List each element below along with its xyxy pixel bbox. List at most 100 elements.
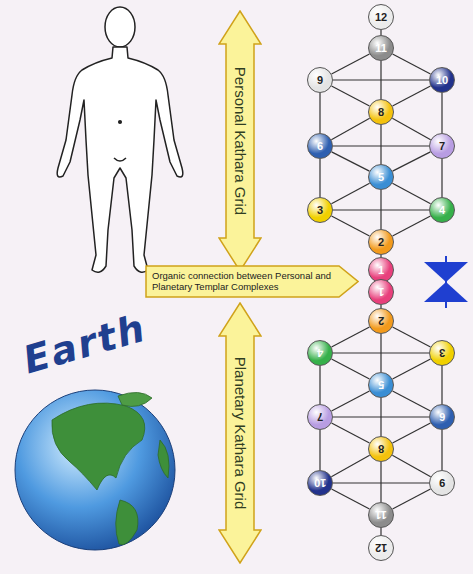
grid-sphere: 5 [368, 164, 394, 190]
grid-line [332, 489, 370, 509]
grid-line [332, 359, 370, 379]
sphere-number: 7 [317, 411, 323, 423]
sphere-number: 5 [378, 379, 384, 391]
grid-line [319, 430, 320, 470]
grid-line [319, 159, 320, 197]
grid-line [393, 489, 431, 509]
figure-body [57, 47, 183, 272]
arrow-outline [219, 11, 261, 271]
figure-head [105, 7, 135, 47]
grid-line [380, 334, 381, 372]
sphere-number: 11 [375, 509, 387, 521]
globe-title: Earth [18, 306, 151, 383]
grid-line [392, 455, 430, 476]
double-arrow-box: Personal Kathara Grid [218, 10, 262, 272]
continent [158, 440, 169, 478]
grid-sphere: 9 [307, 67, 333, 93]
grid-line [319, 93, 320, 133]
grid-line [393, 86, 431, 106]
grid-line [332, 423, 370, 443]
grid-line [331, 118, 369, 139]
grid-sphere: 2 [368, 308, 394, 334]
grid-sphere: 11 [368, 35, 394, 61]
grid-line [441, 159, 442, 197]
grid-line [332, 216, 370, 236]
sphere-number: 2 [378, 236, 384, 248]
grid-line [393, 359, 431, 379]
grid-sphere: 12 [368, 535, 394, 561]
double-arrow-box: Planetary Kathara Grid [218, 302, 262, 564]
grid-line [441, 430, 442, 470]
continent [52, 403, 145, 490]
grid-line [392, 183, 430, 204]
grid-sphere: 8 [368, 436, 394, 462]
grid-line [393, 152, 431, 171]
arrow-label: Planetary Kathara Grid [232, 357, 249, 510]
bowtie-symbol [424, 256, 468, 308]
sphere-number: 1 [378, 264, 384, 276]
sphere-number: 10 [314, 477, 326, 489]
grid-line [331, 183, 369, 204]
grid-line [332, 152, 370, 171]
sphere-number: 6 [439, 411, 445, 423]
sphere-number: 8 [378, 443, 384, 455]
grid-sphere: 4 [429, 197, 455, 223]
grid-sphere: 3 [429, 340, 455, 366]
sphere-number: 2 [378, 315, 384, 327]
earth-globe [15, 390, 175, 550]
sphere-number: 3 [439, 347, 445, 359]
grid-sphere: 4 [307, 340, 333, 366]
grid-line [332, 327, 370, 347]
grid-sphere: 11 [368, 502, 394, 528]
continent [118, 392, 152, 406]
grid-line [331, 455, 369, 476]
grid-sphere: 7 [307, 404, 333, 430]
sphere-number: 4 [439, 204, 445, 216]
grid-line [380, 61, 381, 99]
human-figure [57, 7, 183, 272]
sphere-number: 1 [378, 286, 384, 298]
grid-line [393, 327, 431, 347]
grid-sphere: 8 [368, 99, 394, 125]
sphere-number: 12 [375, 542, 387, 554]
grid-line [393, 423, 431, 443]
pointer-label: Organic connection between Personal and … [146, 266, 338, 297]
grid-sphere: 5 [368, 372, 394, 398]
grid-sphere: 1 [368, 279, 394, 305]
sphere-number: 10 [436, 74, 448, 86]
sphere-number: 5 [378, 171, 384, 183]
arrow-outline [219, 303, 261, 563]
sphere-number: 9 [439, 477, 445, 489]
symbol-triangle [424, 282, 468, 302]
grid-line [393, 54, 431, 74]
grid-line [393, 216, 431, 236]
grid-line [380, 190, 381, 229]
pointer-arrow-box: Organic connection between Personal and … [145, 265, 359, 298]
grid-sphere: 12 [368, 4, 394, 30]
sphere-number: 8 [378, 106, 384, 118]
symbol-triangle [424, 262, 468, 282]
figure-groin [114, 158, 126, 161]
grid-sphere: 6 [429, 404, 455, 430]
sphere-number: 7 [439, 140, 445, 152]
figure-navel [119, 121, 122, 124]
grid-line [319, 366, 320, 404]
continent [116, 500, 138, 545]
sphere-number: 6 [317, 140, 323, 152]
grid-line [380, 398, 381, 436]
grid-sphere: 6 [307, 133, 333, 159]
grid-line [441, 93, 442, 133]
arrow-label: Personal Kathara Grid [232, 67, 249, 215]
grid-line [332, 86, 370, 106]
grid-line [393, 391, 431, 411]
grid-sphere: 3 [307, 197, 333, 223]
sphere-number: 4 [317, 347, 323, 359]
grid-line [380, 462, 381, 502]
globe-sphere [15, 390, 175, 550]
grid-line [380, 125, 381, 164]
grid-line [392, 118, 430, 139]
grid-sphere: 10 [307, 470, 333, 496]
sphere-number: 9 [317, 74, 323, 86]
